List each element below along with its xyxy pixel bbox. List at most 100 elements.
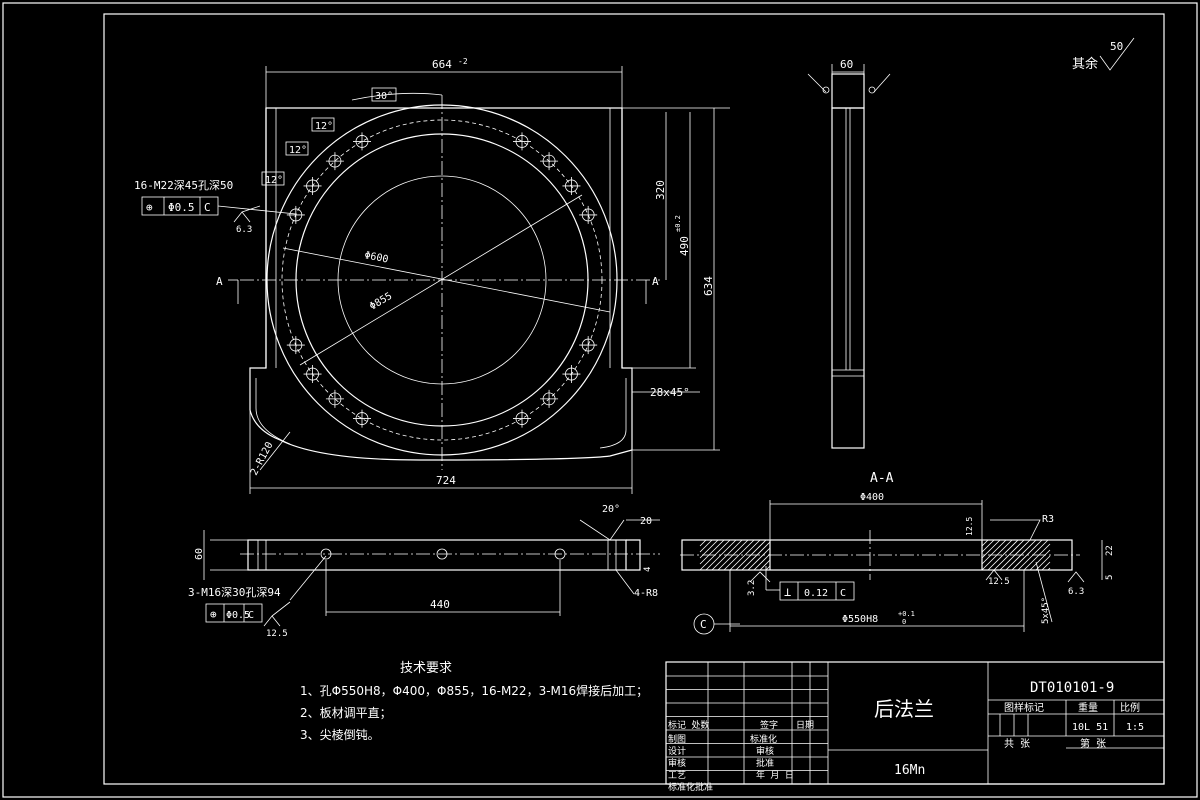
- bolt-hole: [286, 336, 305, 355]
- dim-chamfer-28: 28x45°: [650, 386, 690, 399]
- position-datum: C: [204, 201, 211, 214]
- technical-requirements: 技术要求 1、孔Φ550H8，Φ400，Φ855，16-M22，3-M16焊接后…: [300, 658, 660, 746]
- dim-angle-12c: 12°: [265, 175, 283, 186]
- dim-angle-30: 30°: [375, 91, 393, 102]
- dim-chamfer-5: 5x45°: [1041, 597, 1051, 624]
- bolt-hole: [303, 365, 322, 384]
- roughness-left: 3.2: [747, 580, 757, 596]
- bottom-hole-spec: 3-M16深30孔深94: [188, 586, 281, 599]
- section-view: A-A Φ400 12.5 R3 22 5 12.5 6.3 3.2 ⊥ 0.1…: [680, 471, 1115, 635]
- roughness-label: 其余: [1072, 56, 1098, 72]
- tb-col-review: 审核: [756, 745, 774, 757]
- dim-angle-12b: 12°: [289, 145, 307, 156]
- bottom-position-value: Φ0.5: [226, 610, 250, 621]
- bottom-position-datum: C: [248, 610, 254, 621]
- roughness-6-3: 6.3: [236, 225, 252, 235]
- side-view: 60: [807, 58, 891, 449]
- tb-col-sign: 签字: [760, 719, 778, 731]
- bolt-hole: [353, 409, 371, 428]
- roughness-right: 6.3: [1068, 587, 1084, 597]
- dim-height-upper: 320: [654, 180, 667, 200]
- perpendicularity-frame: [779, 581, 855, 601]
- bolt-hole: [540, 152, 559, 171]
- dim-radius-r3: R3: [1042, 514, 1054, 525]
- bolt-hole: [579, 205, 598, 224]
- bolt-hole: [303, 176, 322, 195]
- dim-hole-pitch: 490: [678, 236, 691, 256]
- weight-value: 10L 51: [1072, 722, 1108, 733]
- bolt-hole: [325, 152, 344, 171]
- bolt-hole: [325, 389, 344, 408]
- bolt-hole: [513, 409, 531, 428]
- notes-title: 技术要求: [400, 661, 453, 676]
- dim-width-top-tol: -2: [458, 57, 468, 66]
- position-symbol: ⊕: [146, 201, 153, 214]
- dim-diameter-400: Φ400: [860, 492, 884, 503]
- dim-22: 22: [1105, 545, 1115, 556]
- dim-thickness-60: 60: [840, 58, 853, 71]
- weight-label: 重量: [1078, 701, 1098, 714]
- dim-height-60: 60: [194, 548, 205, 560]
- material: 16Mn: [894, 763, 925, 778]
- tb-row-process: 工艺: [668, 770, 686, 781]
- section-mark-right: A: [652, 275, 659, 288]
- section-mark-left: A: [216, 275, 223, 288]
- sheet-total: 共 张: [1004, 738, 1030, 750]
- bolt-hole: [540, 389, 559, 408]
- scale-value: 1:5: [1126, 722, 1144, 733]
- position-value: Φ0.5: [168, 201, 195, 214]
- dim-4: 4: [643, 567, 653, 572]
- tb-col-standard: 标准化: [750, 733, 777, 745]
- dim-angle-20: 20°: [602, 504, 620, 515]
- dim-5: 5: [1105, 575, 1115, 580]
- bore-tol-upper: +0.1: [898, 610, 915, 618]
- bore-tol-lower: 0: [902, 618, 906, 626]
- roughness-value: 50: [1110, 40, 1123, 53]
- note-item-1: 1、孔Φ550H8，Φ400，Φ855，16-M22，3-M16焊接后加工；: [300, 684, 649, 698]
- inner-frame: [103, 13, 1165, 785]
- front-view: [240, 95, 730, 470]
- dim-width-bottom: 724: [436, 474, 456, 487]
- tb-col-approve: 批准: [756, 757, 774, 769]
- bolt-hole: [562, 365, 581, 384]
- bolt-holes-spec: 16-M22深45孔深50: [134, 179, 233, 192]
- dim-bore-550: Φ550H8: [842, 614, 878, 625]
- sheet-number: 第 张: [1080, 737, 1106, 750]
- bottom-roughness: 12.5: [266, 629, 288, 639]
- dim-height-total: 634: [702, 276, 715, 296]
- tb-col-date: 日期: [796, 720, 814, 731]
- bolt-hole: [353, 132, 371, 151]
- section-title: A-A: [870, 471, 894, 486]
- roughness-face: 12.5: [988, 577, 1010, 587]
- bottom-position-symbol: ⊕: [210, 608, 217, 621]
- bolt-hole: [579, 336, 598, 355]
- bolt-hole: [562, 176, 581, 195]
- perp-symbol: ⊥: [784, 585, 791, 599]
- dim-diameter-855: Φ855: [368, 291, 394, 313]
- part-name: 后法兰: [874, 697, 934, 721]
- dim-radius-r8: 4-R8: [634, 588, 658, 599]
- scale-label: 比例: [1120, 701, 1140, 714]
- note-item-2: 2、板材调平直；: [300, 706, 392, 720]
- note-item-3: 3、尖棱倒钝。: [300, 728, 380, 742]
- stage-label: 图样标记: [1004, 701, 1044, 714]
- dim-angle-12a: 12°: [315, 121, 333, 132]
- dim-20: 20: [640, 516, 652, 527]
- front-view-dimensions: 664 -2 724 634 490 ±0.2 320 30° 12° 12° …: [134, 57, 720, 494]
- dim-radius-r120: 2-R120: [249, 440, 276, 477]
- bolt-hole: [286, 205, 305, 224]
- dim-hole-pitch-440: 440: [430, 598, 450, 611]
- dim-diameter-600: Φ600: [363, 250, 389, 265]
- general-roughness-note: 其余 50: [1072, 37, 1135, 72]
- tb-row-design: 设计: [668, 745, 686, 757]
- bolt-hole-group: [286, 132, 598, 428]
- tb-row-approval: 标准化批准: [668, 781, 713, 793]
- drawing-number: DT010101-9: [1030, 680, 1114, 696]
- tb-row-drafter: 制图: [668, 733, 686, 745]
- perp-datum: C: [840, 588, 846, 599]
- datum-c-label: C: [700, 618, 707, 631]
- dim-hole-pitch-tol: ±0.2: [674, 215, 682, 232]
- tb-row-mark: 标记 处数: [668, 719, 709, 731]
